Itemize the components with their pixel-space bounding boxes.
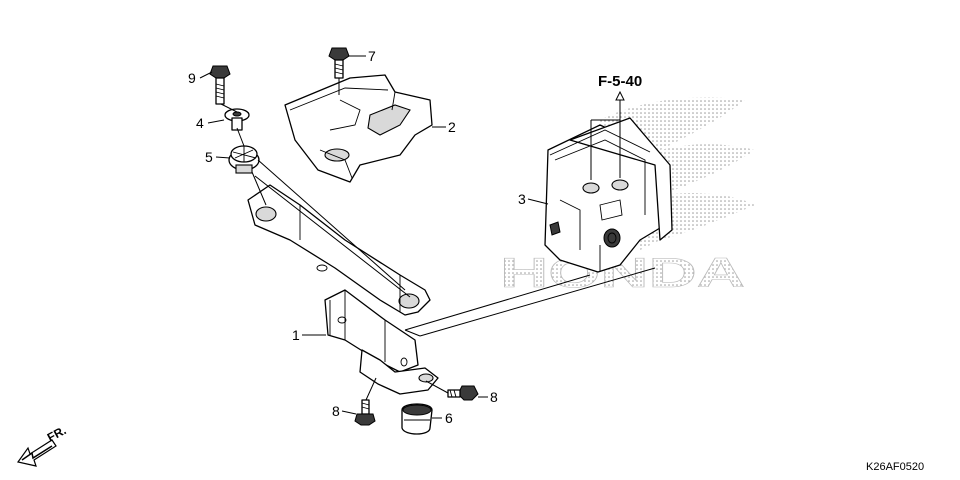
bolt-9 <box>209 65 231 105</box>
callout-ticks <box>199 55 549 419</box>
abs-mounting-bracket <box>247 184 439 395</box>
abs-modulator-cover <box>284 74 433 183</box>
front-direction-arrow: FR. <box>16 423 69 467</box>
callout-8-lower: 8 <box>332 403 340 419</box>
front-label: FR. <box>45 423 69 444</box>
grommet-5 <box>228 145 260 174</box>
leader-lines <box>220 78 656 401</box>
bolt-8-right <box>447 385 479 401</box>
reference-label: F-5-40 <box>598 73 642 90</box>
abs-modulator-unit <box>544 117 673 273</box>
callout-9: 9 <box>188 70 196 86</box>
bolt-7 <box>328 47 350 79</box>
callout-5: 5 <box>205 149 213 165</box>
callout-7: 7 <box>368 48 376 64</box>
drawing-code: K26AF0520 <box>866 461 924 473</box>
callout-1: 1 <box>292 327 300 343</box>
callout-6: 6 <box>445 410 453 426</box>
front-arrow-icon <box>16 439 57 467</box>
collar-4 <box>224 108 250 131</box>
callout-4: 4 <box>196 115 204 131</box>
callout-3: 3 <box>518 191 526 207</box>
callout-8-right: 8 <box>490 389 498 405</box>
callout-2: 2 <box>448 119 456 135</box>
cap-6 <box>401 403 433 435</box>
bolt-8-lower <box>354 399 376 426</box>
